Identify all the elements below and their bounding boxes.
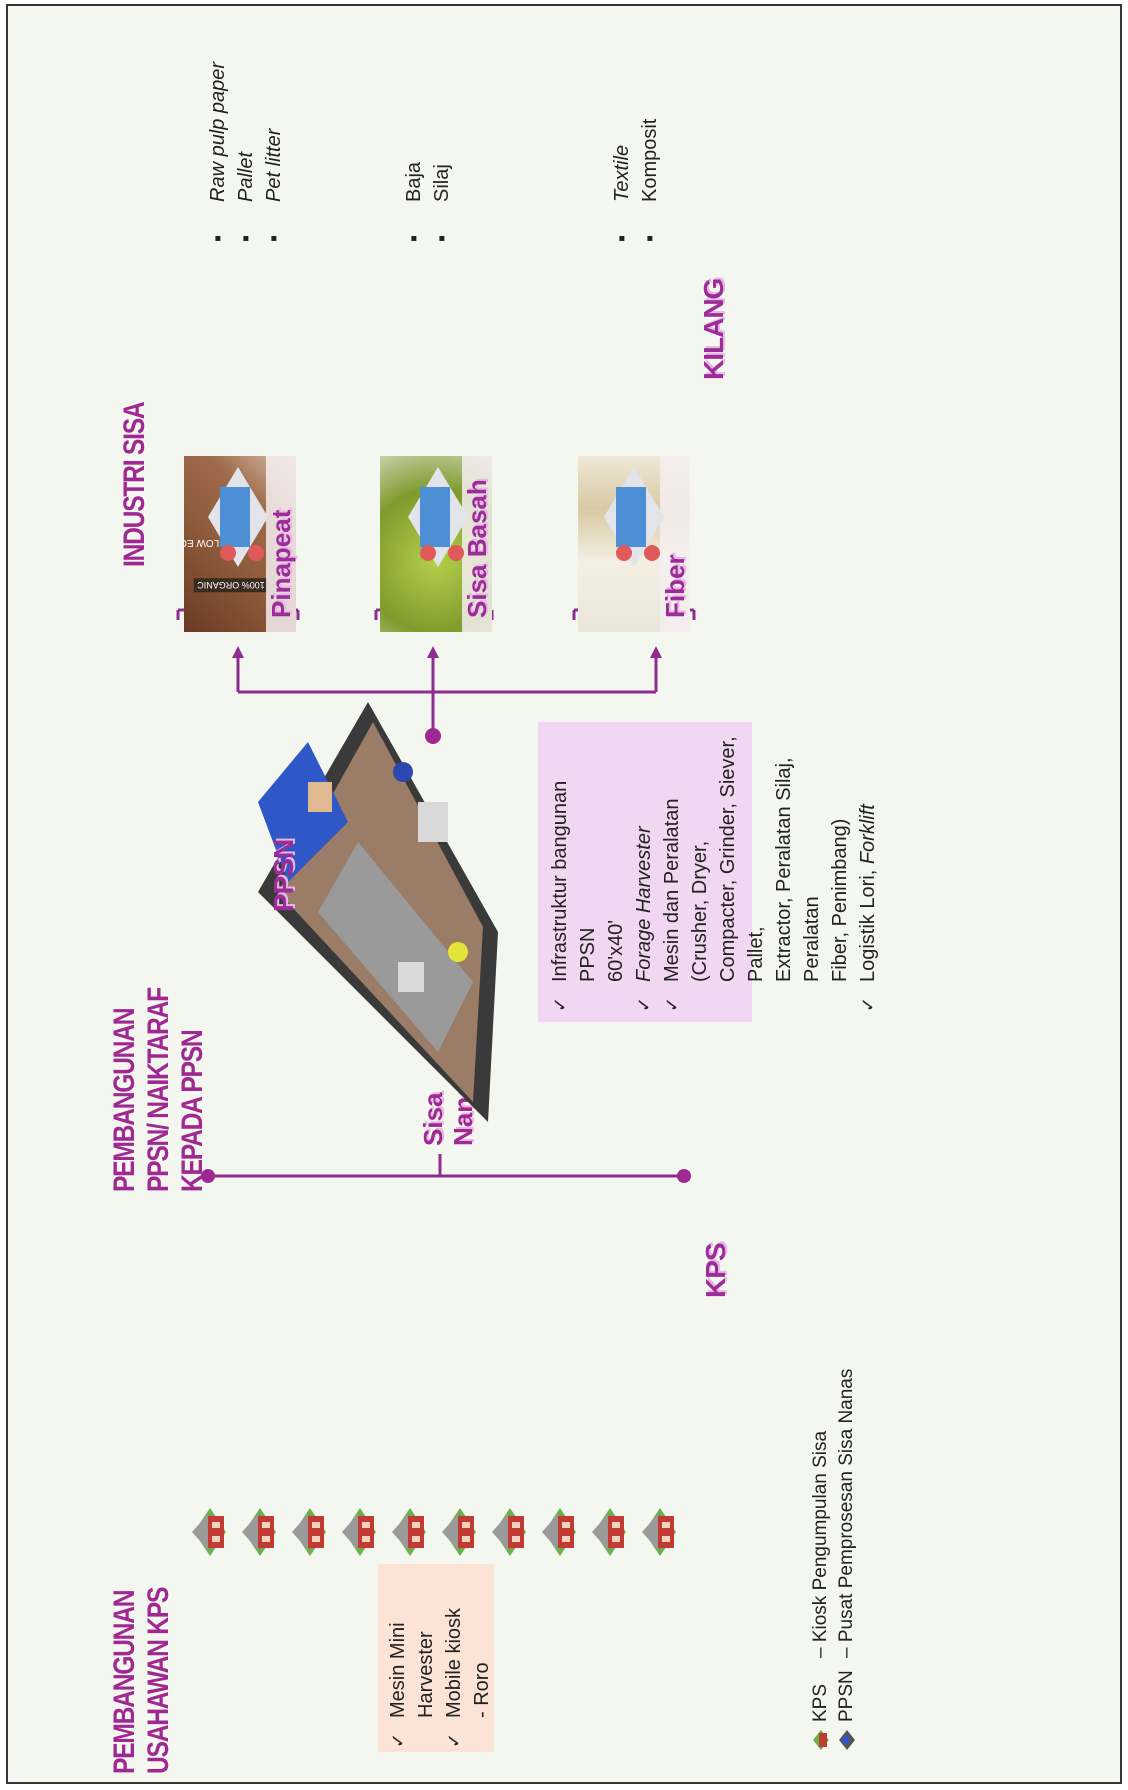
check-icon: ✓ — [662, 996, 682, 1012]
output-item: Raw pulp paper — [204, 62, 232, 242]
outputs-fiber: Textile Komposit — [608, 119, 664, 242]
outputs-pinapeat: Raw pulp paper Pallet Pet litter — [204, 62, 288, 242]
factory-icon — [838, 1730, 855, 1750]
ppsn-item: ✓ Logistik Lori, Forklift — [854, 728, 882, 1016]
legend: KPS – Kiosk Pengumpulan Sisa PPSN – Pusat … — [808, 1369, 860, 1752]
output-item: Textile — [608, 119, 636, 242]
kilang-icon-1 — [208, 467, 268, 567]
output-item: Pet litter — [260, 62, 288, 242]
house-icon — [812, 1730, 829, 1750]
ppsn-item-text: Logistik Lori, — [857, 864, 879, 982]
ppsn-factory-illustration — [258, 702, 498, 1122]
ppsn-item-text-italic: Forklift — [857, 804, 879, 865]
ppsn-item-text: Extractor, Peralatan Silaj, Peralatan — [773, 757, 823, 982]
ppsn-item: ✓ Forage Harvester — [630, 728, 658, 1016]
ppsn-item-text: Fiber, Penimbang) — [829, 818, 851, 982]
kps-label: KPS — [700, 1243, 731, 1298]
output-item: Komposit — [636, 119, 664, 242]
outputs-sisa-basah: Baja Silaj — [400, 162, 456, 242]
output-item: Silaj — [428, 162, 456, 242]
ppsn-item: ✓ Infrastruktur bangunan PPSN 60'x40' — [546, 728, 630, 1016]
kilang-icon-3 — [604, 467, 664, 567]
kilang-icon-2 — [408, 467, 468, 567]
check-icon: ✓ — [550, 996, 570, 1012]
legend-abbr: PPSN — [836, 1670, 857, 1722]
legend-item: KPS – Kiosk Pengumpulan Sisa — [808, 1369, 834, 1752]
check-icon: ✓ — [634, 996, 654, 1012]
legend-desc: – Kiosk Pengumpulan Sisa — [810, 1430, 831, 1658]
ppsn-label: PPSN — [268, 839, 299, 912]
ppsn-item-text: Compacter, Grinder, Siever, Pallet, — [717, 736, 767, 982]
ppsn-item-text: Forage Harvester — [633, 826, 655, 982]
kps-houses — [192, 1508, 676, 1556]
check-icon: ✓ — [858, 996, 878, 1012]
output-item: Pallet — [232, 62, 260, 242]
rotated-canvas: PEMBANGUNAN USAHAWAN KPS PEMBANGUNAN PPS… — [8, 6, 1120, 1782]
legend-item: PPSN – Pusat Pemprosesan Sisa Nanas — [834, 1369, 860, 1752]
ppsn-item-text: 60'x40' — [605, 919, 627, 982]
ppsn-equipment-box: ✓ Infrastruktur bangunan PPSN 60'x40' ✓ For… — [538, 722, 879, 1022]
ppsn-item-text: Infrastruktur bangunan PPSN — [549, 780, 599, 982]
output-item: Baja — [400, 162, 428, 242]
diagram-frame: PEMBANGUNAN USAHAWAN KPS PEMBANGUNAN PPS… — [6, 4, 1122, 1784]
ppsn-item-text: Mesin dan Peralatan (Crusher, Dryer, — [661, 798, 711, 982]
kilang-label: KILANG — [698, 278, 729, 380]
legend-abbr: KPS — [810, 1683, 831, 1722]
legend-desc: – Pusat Pemprosesan Sisa Nanas — [836, 1368, 857, 1658]
kps-house-column — [180, 1268, 700, 1568]
ppsn-item: ✓ Mesin dan Peralatan (Crusher, Dryer,Com… — [658, 728, 854, 1016]
